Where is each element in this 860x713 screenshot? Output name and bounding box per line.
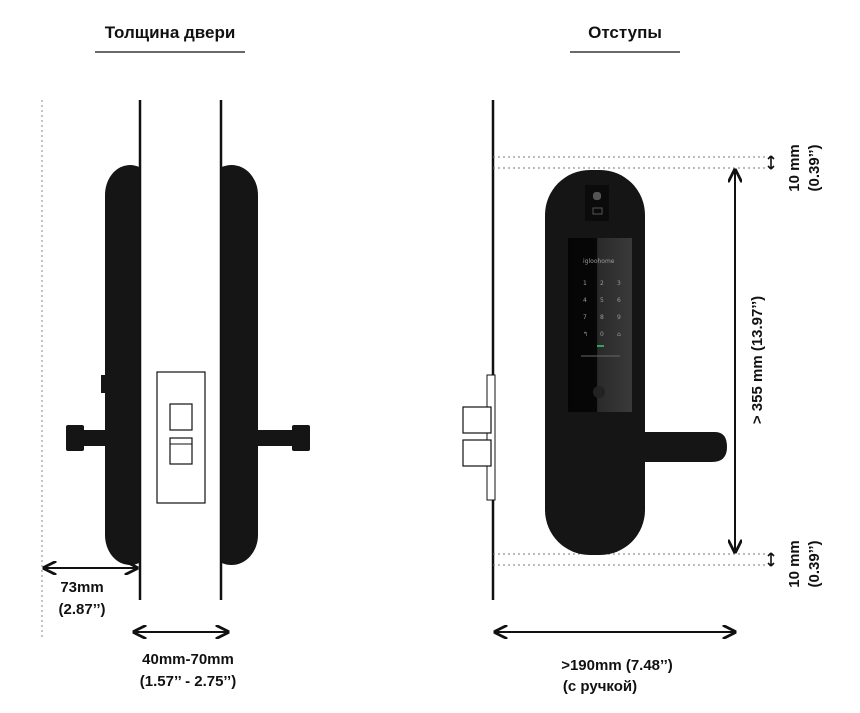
bottom-margin-arrow <box>767 552 775 567</box>
key[interactable]: 5 <box>600 297 604 304</box>
key[interactable]: 0 <box>600 331 604 338</box>
offset-label: 73mm <box>60 579 103 596</box>
deadbolt <box>462 439 492 467</box>
key[interactable]: 2 <box>600 280 604 287</box>
keypad-screen <box>568 238 632 412</box>
fingerprint-sensor <box>585 185 609 221</box>
exterior-handle <box>255 430 297 446</box>
key[interactable]: ↰ <box>583 331 588 338</box>
key[interactable]: 8 <box>600 314 604 321</box>
offset-label-inches: (2.87’’) <box>59 601 106 618</box>
key[interactable]: 1 <box>583 280 587 287</box>
height-label: > 355 mm (13.97’’) <box>749 296 766 424</box>
brand-logo: igloohome <box>583 258 615 265</box>
key[interactable]: 6 <box>617 297 621 304</box>
top-margin-arrow <box>767 155 775 170</box>
latch-bolt <box>462 406 492 434</box>
width-label: >190mm (7.48’’) <box>561 657 673 674</box>
top-margin-label: 10 mm <box>786 144 803 192</box>
door-thickness-panel: Толщина двери 73mm (2.87’’) 40mm-70mm (1… <box>41 23 310 690</box>
keyhole <box>593 386 605 398</box>
keypad: 1 2 3 4 5 6 7 8 9 ↰ 0 ⌂ <box>583 280 621 338</box>
bottom-margin-label: 10 mm <box>786 540 803 588</box>
bottom-margin-label-inches: (0.39’’) <box>806 541 823 588</box>
left-panel-title: Толщина двери <box>105 23 236 42</box>
key[interactable]: 7 <box>583 314 587 321</box>
door <box>140 100 221 600</box>
interior-handle <box>66 425 84 451</box>
width-note: (с ручкой) <box>563 678 637 695</box>
key[interactable]: ⌂ <box>617 331 621 338</box>
top-margin-label-inches: (0.39’’) <box>806 145 823 192</box>
right-panel-title: Отступы <box>588 23 662 42</box>
clearance-panel: Отступы igloohome 1 2 3 4 5 6 7 8 <box>462 23 823 695</box>
thickness-label: 40mm-70mm <box>142 651 234 668</box>
key[interactable]: 3 <box>617 280 621 287</box>
key[interactable]: 4 <box>583 297 587 304</box>
thickness-label-inches: (1.57’’ - 2.75’’) <box>140 673 236 690</box>
key[interactable]: 9 <box>617 314 621 321</box>
lever-handle <box>567 432 727 462</box>
